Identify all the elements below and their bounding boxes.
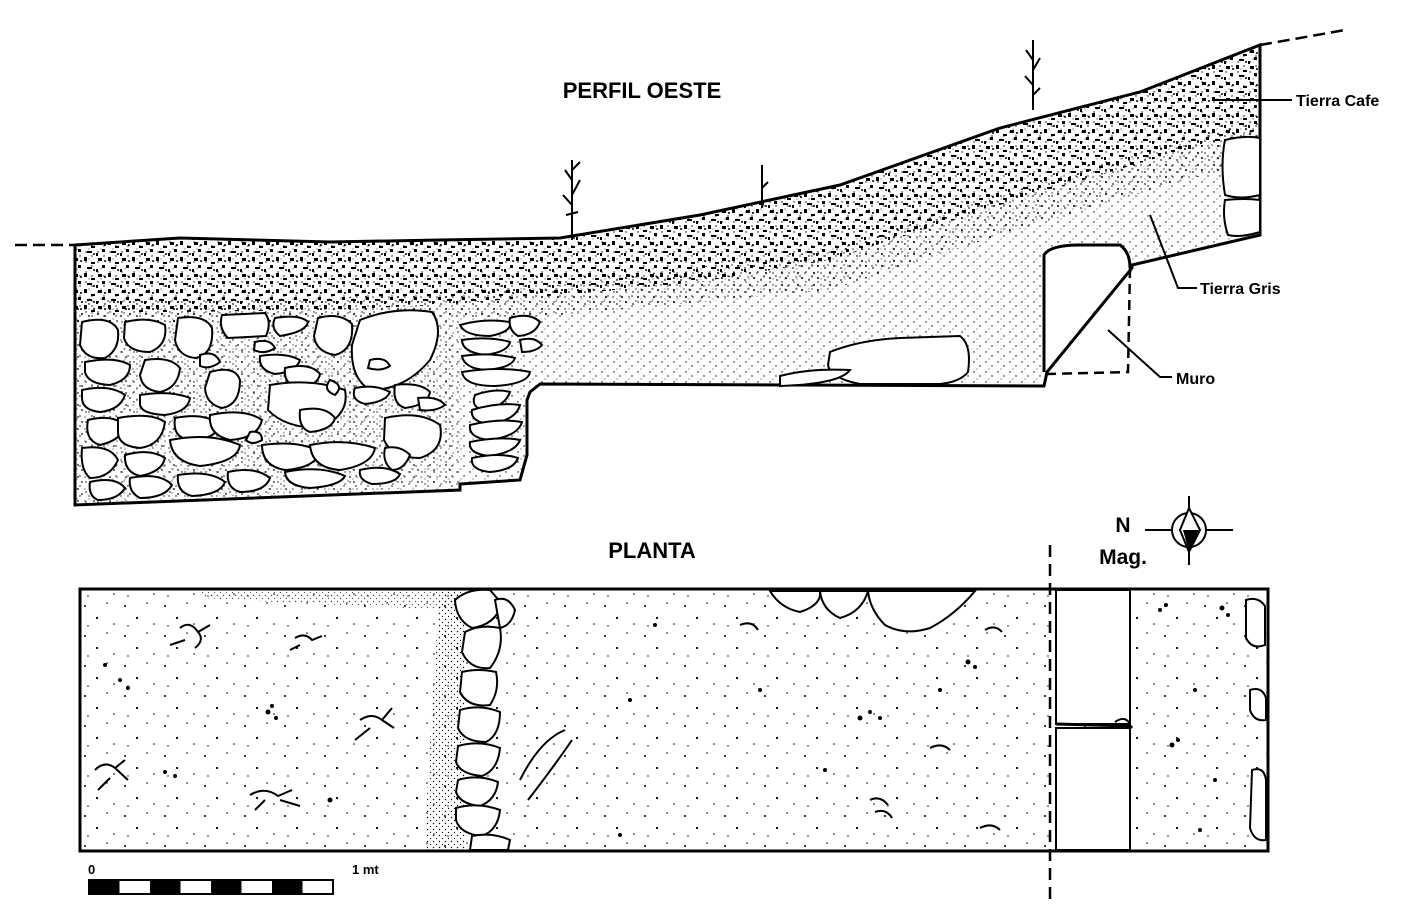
muro-stone-dashed — [1047, 267, 1132, 376]
ground-line-right — [1259, 28, 1346, 47]
scale-segment — [150, 880, 181, 894]
plan-title: PLANTA — [608, 538, 696, 563]
label-muro: Muro — [1176, 371, 1215, 388]
compass-icon — [1145, 496, 1233, 565]
scale-segment — [272, 880, 303, 894]
profile-section — [15, 28, 1346, 507]
scale-start-label: 0 — [88, 862, 95, 877]
plan-muro — [1055, 589, 1267, 851]
profile-title: PERFIL OESTE — [563, 78, 722, 103]
plan-right-stones — [1245, 597, 1267, 842]
plan-pebbles — [103, 603, 1230, 837]
scale-segment — [211, 880, 242, 894]
leader-lines — [1107, 99, 1292, 378]
tierra-cafe-layer — [75, 45, 1260, 312]
plan-stone-line — [453, 588, 517, 851]
north-arrow: N Mag. — [1099, 496, 1233, 569]
plan-marks — [94, 622, 1131, 831]
plan-top-stones — [768, 590, 978, 633]
muro-stone-right-2 — [1223, 198, 1261, 237]
plan-muro-block-2 — [1055, 727, 1131, 851]
plant-icons — [562, 40, 1041, 240]
plan-dense-band — [425, 590, 465, 850]
plan-section — [78, 545, 1270, 905]
scale-bar: 0 1 mt — [88, 862, 379, 895]
step-stones — [458, 314, 544, 474]
muro-stone-right-1 — [1221, 135, 1261, 199]
magnetic-label: Mag. — [1099, 546, 1147, 569]
profile-stones — [78, 309, 447, 502]
scale-segments — [89, 880, 303, 894]
label-tierra-cafe: Tierra Cafe — [1296, 93, 1379, 110]
plan-muro-block-1 — [1055, 589, 1131, 725]
transition-layer — [75, 120, 1260, 325]
muro-wall — [1042, 135, 1261, 376]
label-tierra-gris: Tierra Gris — [1200, 281, 1281, 298]
scale-end-label: 1 mt — [352, 862, 379, 877]
muro-stone-upper — [1042, 243, 1132, 372]
plan-muro-joint — [1055, 722, 1134, 730]
plan-top-dense — [200, 591, 460, 610]
scale-segment — [89, 880, 120, 894]
north-label: N — [1115, 514, 1130, 537]
floor-slab — [779, 334, 970, 388]
